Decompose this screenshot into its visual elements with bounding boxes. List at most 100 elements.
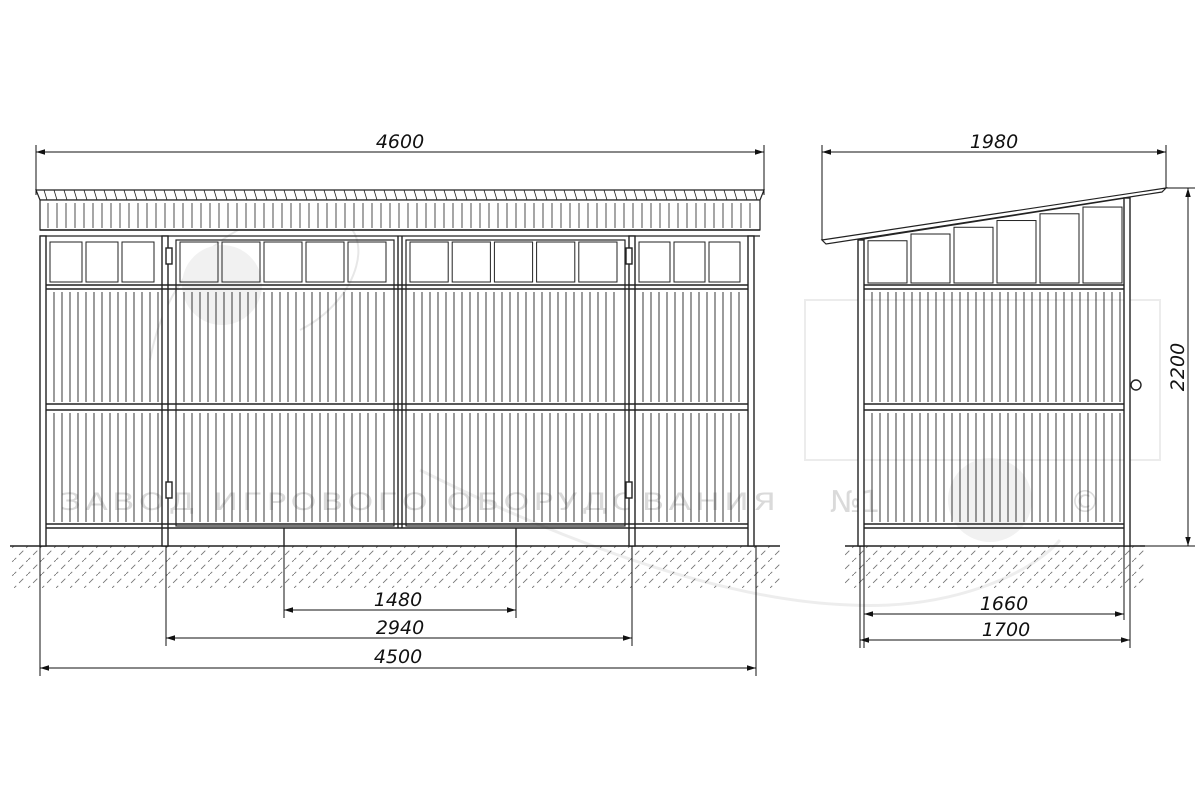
- roof-corrugation-ridge: [403, 189, 408, 201]
- side-dimensions: 1980 2200 1660 1700: [821, 131, 1195, 648]
- roof-corrugation-ridge: [63, 189, 68, 201]
- side-transom-window-pane: [867, 240, 908, 284]
- transom-window-pane: [708, 241, 741, 283]
- transom-window-pane: [493, 241, 534, 283]
- dim-inner-depth: 1660: [980, 593, 1028, 615]
- roof-corrugation-ridge: [453, 189, 458, 201]
- dim-roof-depth: 1980: [970, 131, 1018, 153]
- transom-window-pane: [347, 241, 387, 283]
- roof-corrugation-ridge: [223, 189, 228, 201]
- dim-height: 2200: [1167, 343, 1189, 391]
- roof-corrugation-ridge: [743, 189, 748, 201]
- transom-window-pane: [409, 241, 449, 283]
- side-transom-window-pane: [1039, 213, 1080, 284]
- roof-corrugation-ridge: [73, 189, 78, 201]
- transom-window-pane: [179, 241, 219, 283]
- roof-corrugation-ridge: [683, 189, 688, 201]
- roof-corrugation-ridge: [673, 189, 678, 201]
- transom-window-pane: [578, 241, 618, 283]
- roof-corrugation-ridge: [513, 189, 518, 201]
- roof-corrugation-ridge: [333, 189, 338, 201]
- roof-corrugation-ridge: [503, 189, 508, 201]
- roof-corrugation-ridge: [423, 189, 428, 201]
- roof-corrugation-ridge: [533, 189, 538, 201]
- roof-corrugation-ridge: [703, 189, 708, 201]
- roof-corrugation-ridge: [143, 189, 148, 201]
- roof-corrugation-ridge: [233, 189, 238, 201]
- front-roof: [35, 189, 765, 237]
- roof-corrugation-ridge: [103, 189, 108, 201]
- roof-corrugation-ridge: [153, 189, 158, 201]
- side-roof: [820, 187, 1168, 245]
- transom-window-pane: [221, 241, 261, 283]
- roof-corrugation-ridge: [173, 189, 178, 201]
- roof-corrugation-ridge: [363, 189, 368, 201]
- watermark-caption: ЗАВОД ИГРОВОГО ОБОРУДОВАНИЯ: [60, 488, 780, 516]
- roof-corrugation-ridge: [393, 189, 398, 201]
- front-view: [10, 189, 780, 588]
- roof-corrugation-ridge: [163, 189, 168, 201]
- side-transom-windows: [867, 206, 1123, 284]
- roof-corrugation-ridge: [183, 189, 188, 201]
- roof-corrugation-ridge: [53, 189, 58, 201]
- side-ground: [845, 545, 1145, 588]
- roof-corrugation-ridge: [283, 189, 288, 201]
- roof-corrugation-ridge: [353, 189, 358, 201]
- roof-corrugation-ridge: [263, 189, 268, 201]
- roof-corrugation-ridge: [383, 189, 388, 201]
- transom-window-pane: [85, 241, 119, 283]
- roof-corrugation-ridge: [303, 189, 308, 201]
- front-vertical-slats: [53, 292, 740, 522]
- roof-corrugation-ridge: [593, 189, 598, 201]
- roof-corrugation-ridge: [193, 189, 198, 201]
- watermark-circle-right: [948, 458, 1032, 542]
- roof-corrugation-ridge: [663, 189, 668, 201]
- front-frame: [39, 235, 755, 547]
- dim-door-span: 1480: [374, 589, 422, 611]
- transom-window-pane: [263, 241, 303, 283]
- roof-corrugation-ridge: [343, 189, 348, 201]
- roof-corrugation-ridge: [733, 189, 738, 201]
- roof-corrugation-ridge: [243, 189, 248, 201]
- side-view: [820, 187, 1168, 588]
- roof-corrugation-ridge: [443, 189, 448, 201]
- transom-window-pane: [121, 241, 155, 283]
- roof-corrugation-ridge: [603, 189, 608, 201]
- side-transom-window-pane: [996, 220, 1037, 284]
- roof-corrugation-ridge: [293, 189, 298, 201]
- roof-corrugation-ridge: [543, 189, 548, 201]
- watermark-copyright-mark: ©: [1070, 485, 1100, 520]
- roof-corrugation-ridge: [523, 189, 528, 201]
- roof-corrugation-ridge: [643, 189, 648, 201]
- roof-corrugation-ridge: [133, 189, 138, 201]
- roof-corrugation-ridge: [623, 189, 628, 201]
- roof-corrugation-ridge: [653, 189, 658, 201]
- roof-corrugation-ridge: [563, 189, 568, 201]
- front-gates: [175, 239, 626, 527]
- roof-corrugation-ridge: [113, 189, 118, 201]
- roof-corrugation-ridge: [203, 189, 208, 201]
- roof-corrugation-ridge: [83, 189, 88, 201]
- front-transom-windows: [49, 241, 741, 283]
- roof-corrugation-ridge: [473, 189, 478, 201]
- roof-corrugation-ridge: [723, 189, 728, 201]
- roof-corrugation-ridge: [433, 189, 438, 201]
- side-transom-window-pane: [1082, 206, 1123, 284]
- roof-corrugation-ridge: [713, 189, 718, 201]
- transom-window-pane: [305, 241, 345, 283]
- roof-corrugation-ridge: [693, 189, 698, 201]
- transom-window-pane: [638, 241, 671, 283]
- roof-corrugation-ridge: [483, 189, 488, 201]
- dim-gate-span: 2940: [376, 617, 424, 639]
- roof-corrugation-ridge: [573, 189, 578, 201]
- roof-corrugation-ridge: [493, 189, 498, 201]
- roof-corrugation-ridge: [583, 189, 588, 201]
- roof-corrugation-ridge: [43, 189, 48, 201]
- side-frame: [857, 197, 1142, 547]
- roof-corrugation-ridge: [753, 189, 758, 201]
- roof-corrugation-ridge: [613, 189, 618, 201]
- transom-window-pane: [536, 241, 576, 283]
- side-transom-window-pane: [953, 226, 994, 284]
- roof-corrugation-ridge: [413, 189, 418, 201]
